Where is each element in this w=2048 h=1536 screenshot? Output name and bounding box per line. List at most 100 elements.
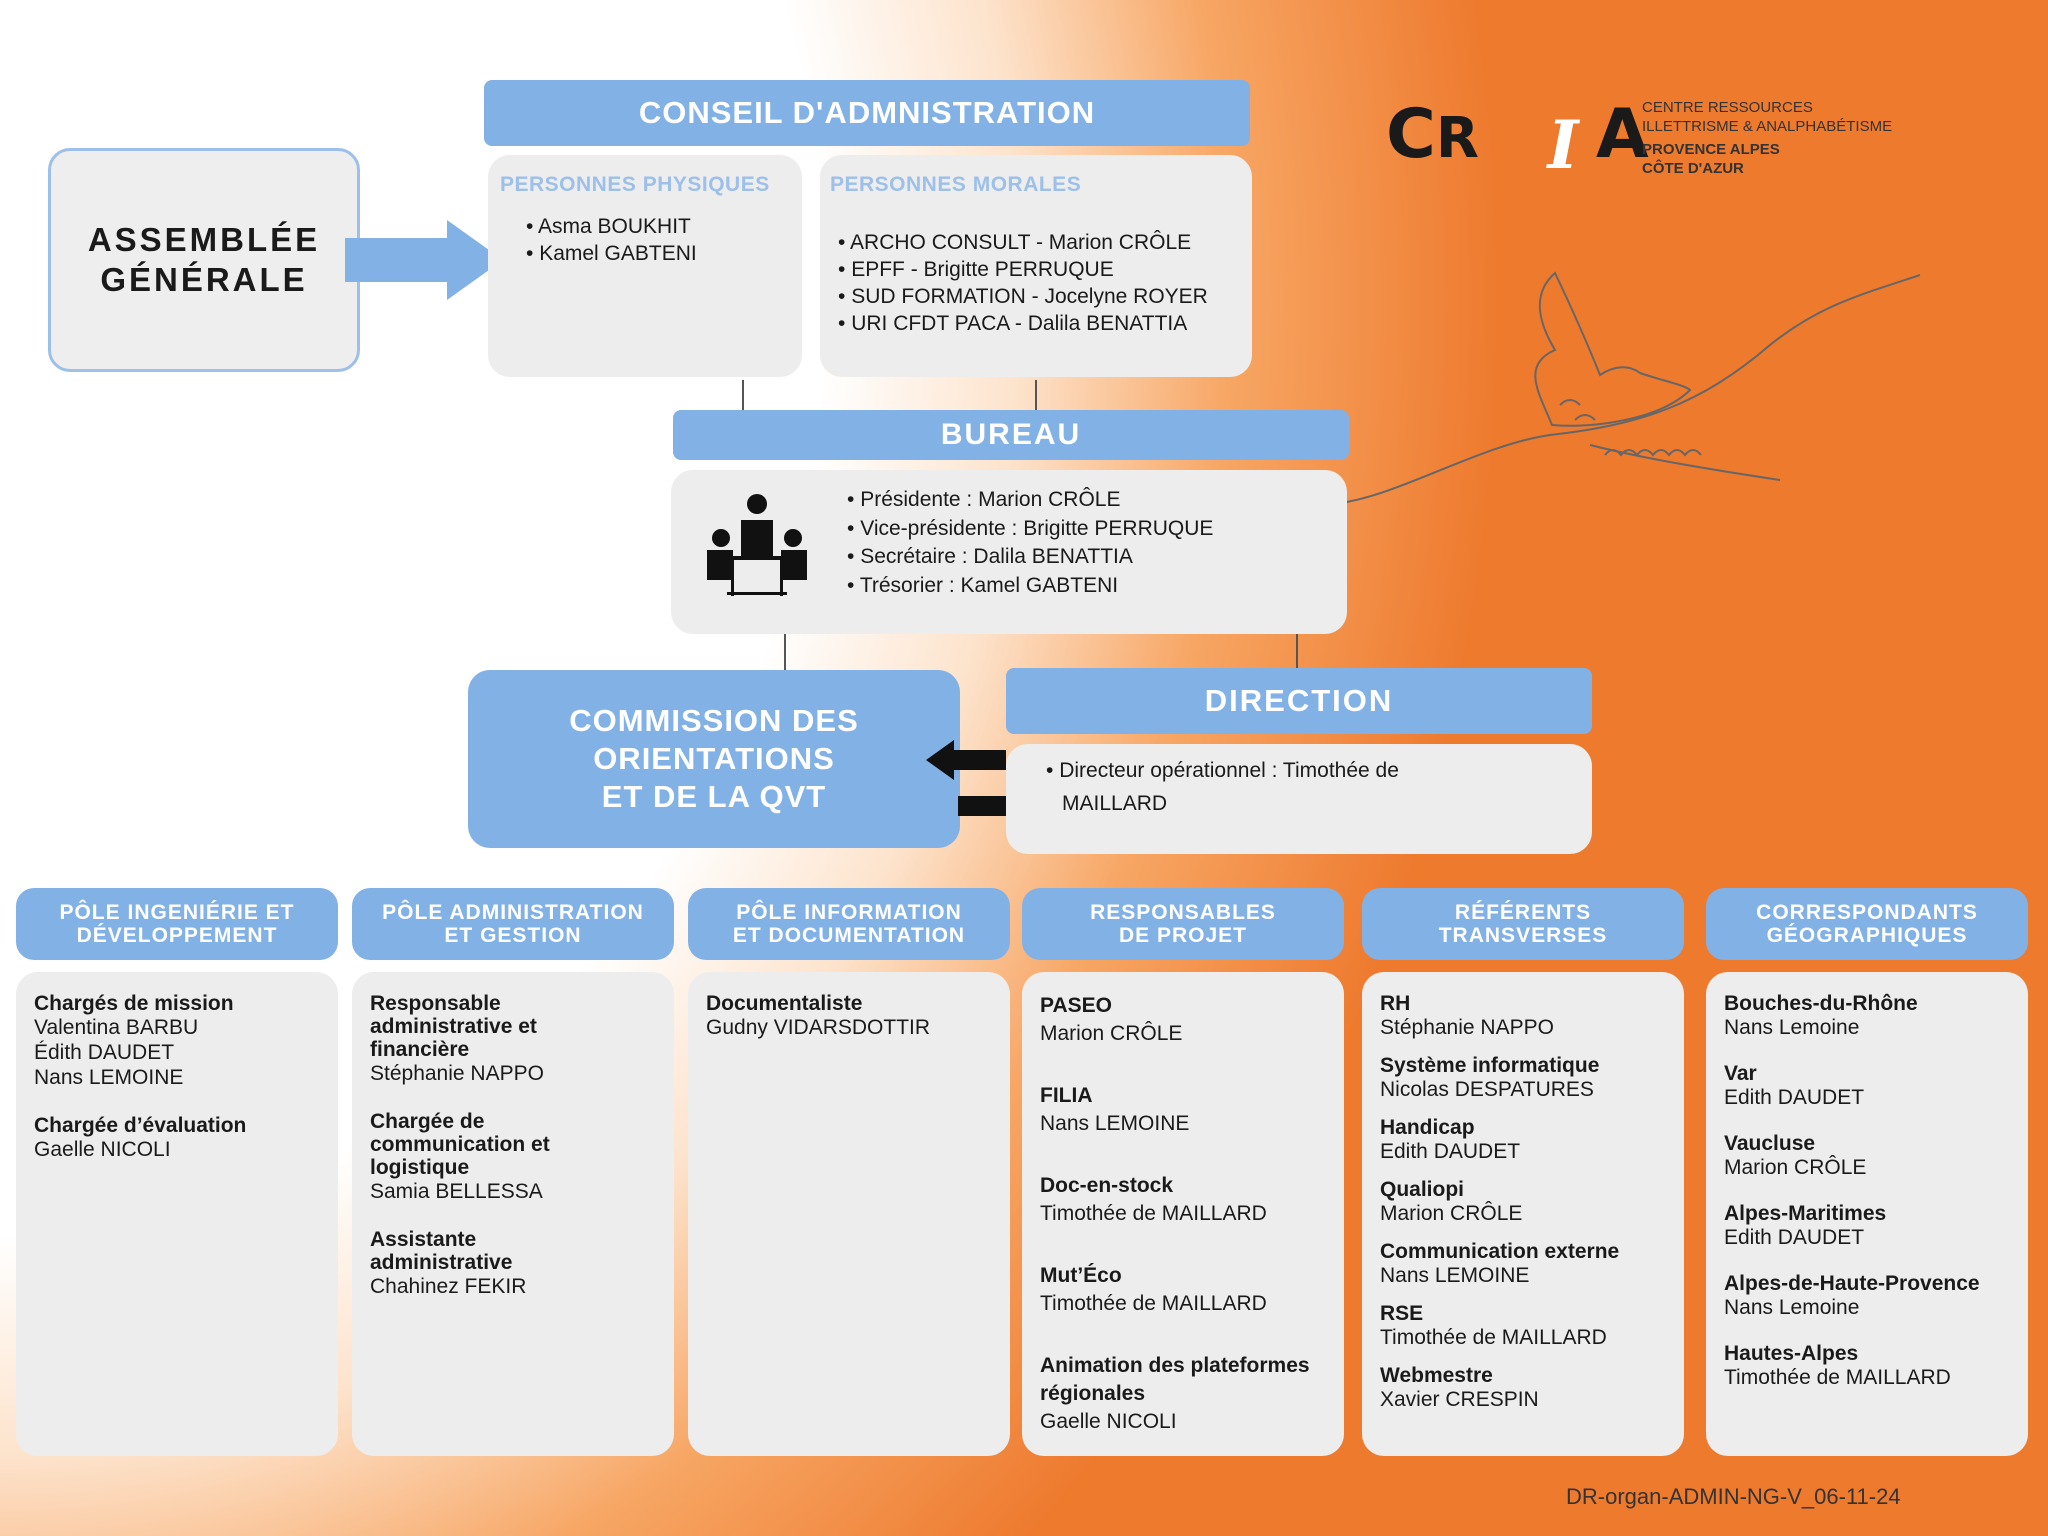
footer-reference: DR-organ-ADMIN-NG-V_06-11-24 [1566, 1484, 1901, 1509]
pole-entry-name: Nans Lemoine [1724, 1016, 1860, 1039]
pole-header-line: ET DOCUMENTATION [732, 924, 966, 947]
direction-line1: • Directeur opérationnel : Timothée de [1046, 759, 1399, 782]
meeting-people-icon [707, 494, 807, 596]
pole-header-line: DE PROJET [1118, 924, 1248, 947]
logo-letter-a: A [1596, 95, 1649, 174]
physique-item: Asma BOUKHIT [526, 213, 790, 240]
bureau-item: Vice-présidente : Brigitte PERRUQUE [847, 515, 1213, 544]
logo-letter-c: C [1386, 95, 1436, 174]
logo-letter-i: I [1547, 106, 1579, 184]
pole-entry-name: Gaelle NICOLI [34, 1138, 171, 1161]
commission-line2: ORIENTATIONS [593, 741, 835, 776]
pole-header-line: TRANSVERSES [1438, 924, 1608, 947]
commission-box: COMMISSION DES ORIENTATIONS ET DE LA QVT [468, 670, 960, 848]
pole-entry-name: Marion CRÔLE [1040, 1022, 1183, 1045]
bureau-title: BUREAU [673, 410, 1349, 460]
pole-entry-title: RH [1380, 992, 1411, 1015]
pole-entry-name: Nans Lemoine [1724, 1296, 1860, 1319]
direction-box: • Directeur opérationnel : Timothée de M… [1006, 744, 1592, 854]
pole-entry-title: Mut’Éco [1040, 1264, 1122, 1287]
direction-line2: MAILLARD [1062, 792, 1168, 815]
pole-entry-title: Chargée de communication et logistique [370, 1110, 550, 1179]
pole-entry-title: Qualiopi [1380, 1178, 1464, 1201]
morale-item: ARCHO CONSULT - Marion CRÔLE [838, 229, 1242, 256]
pole-header-line: PÔLE INFORMATION [736, 901, 962, 924]
pole-entry-title: Var [1724, 1062, 1757, 1085]
pole-entry-name: Nans LEMOINE [34, 1066, 184, 1089]
pole-entry-title: Webmestre [1380, 1364, 1493, 1387]
pole-entry-name: Edith DAUDET [1724, 1226, 1865, 1249]
pole-header-line: DÉVELOPPEMENT [76, 924, 278, 947]
pole-entry-name: Valentina BARBU [34, 1016, 199, 1039]
pole-entry-title: Hautes-Alpes [1724, 1342, 1859, 1365]
pole-entry-name: Nicolas DESPATURES [1380, 1078, 1594, 1101]
pole-entry-title: Communication externe [1380, 1240, 1620, 1263]
pole-body: Responsable administrative et financière… [352, 972, 674, 1456]
pole-entry-name: Nans LEMOINE [1380, 1264, 1530, 1287]
personnes-morales-box: PERSONNES MORALES ARCHO CONSULT - Marion… [820, 155, 1252, 377]
pole-entry-name: Xavier CRESPIN [1380, 1388, 1539, 1411]
bureau-item: Trésorier : Kamel GABTENI [847, 572, 1213, 601]
pole-entry: Responsable administrative et financière… [370, 992, 664, 1086]
logo-line1: CENTRE RESSOURCES [1642, 99, 1813, 116]
assemblee-line2: GÉNÉRALE [100, 261, 308, 298]
morale-item: URI CFDT PACA - Dalila BENATTIA [838, 310, 1242, 337]
pole-entry-name: Stéphanie NAPPO [370, 1062, 544, 1085]
pole-entry-title: Handicap [1380, 1116, 1475, 1139]
pole-entry-title: Animation des plateformes régionales [1040, 1354, 1310, 1405]
pole-entry-name: Nans LEMOINE [1040, 1112, 1190, 1135]
pole-entry-title: Vaucluse [1724, 1132, 1816, 1155]
pole-entry-title: RSE [1380, 1302, 1424, 1325]
pole-entry-name: Samia BELLESSA [370, 1180, 543, 1203]
pole-entry-title: Doc-en-stock [1040, 1174, 1174, 1197]
pole-entry-title: Chargés de mission [34, 992, 234, 1015]
personnes-morales-title: PERSONNES MORALES [830, 173, 1082, 196]
bureau-item: Présidente : Marion CRÔLE [847, 486, 1213, 515]
logo-letter-r: R [1435, 106, 1480, 171]
logo-i-block: I [1532, 102, 1594, 188]
pole-entry-name: Timothée de MAILLARD [1040, 1292, 1267, 1315]
pole-entry-name: Édith DAUDET [34, 1041, 175, 1064]
pole-entry-title: Alpes-de-Haute-Provence [1724, 1272, 1980, 1295]
morale-item: EPFF - Brigitte PERRUQUE [838, 256, 1242, 283]
cria-logo: CR I A CENTRE RESSOURCES ILLETTRISME & A… [1386, 66, 1906, 196]
pole-header-line: GÉOGRAPHIQUES [1766, 924, 1968, 947]
direction-text1: Directeur opérationnel : Timothée de [1059, 759, 1399, 782]
pole-entry-name: Gudny VIDARSDOTTIR [706, 1016, 931, 1039]
personnes-physiques-title: PERSONNES PHYSIQUES [500, 173, 770, 196]
pole-entry-title: Bouches-du-Rhône [1724, 992, 1918, 1015]
assemblee-line1: ASSEMBLÉE [87, 221, 321, 258]
morale-item: SUD FORMATION - Jocelyne ROYER [838, 283, 1242, 310]
pole-entry-title: Système informatique [1380, 1054, 1600, 1077]
arrow-left-icon [926, 740, 1006, 780]
pole-entry-name: Edith DAUDET [1724, 1086, 1865, 1109]
pole-entry-name: Timothée de MAILLARD [1380, 1326, 1607, 1349]
dove-illustration [1340, 258, 1954, 504]
pole-entry-title: Chargée d’évaluation [34, 1114, 247, 1137]
pole-entry-name: Chahinez FEKIR [370, 1275, 527, 1298]
